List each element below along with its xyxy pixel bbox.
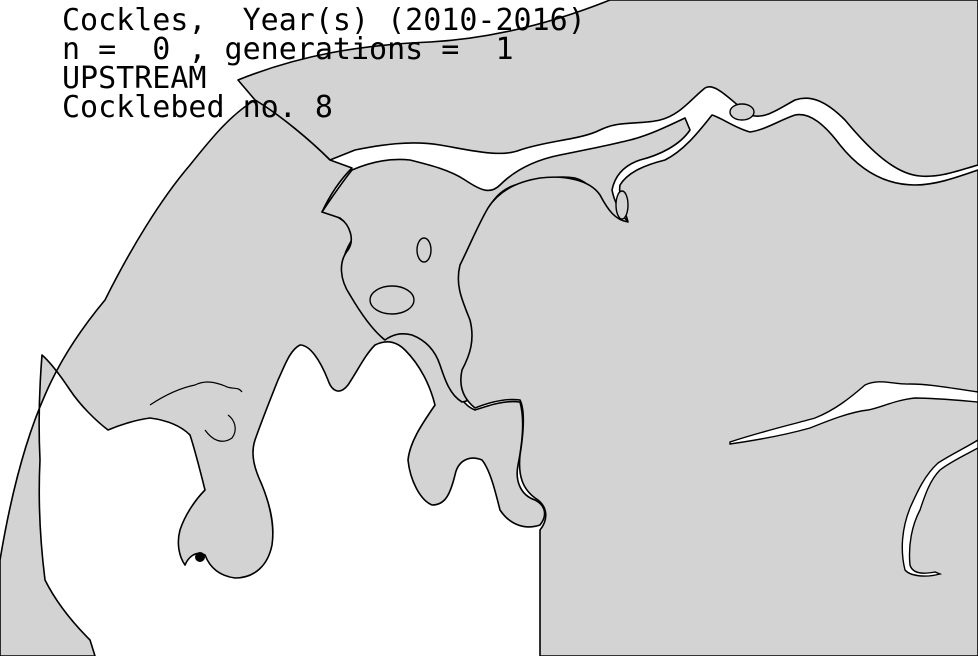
title-line-3: UPSTREAM [62, 61, 207, 96]
title-line-4: Cocklebed no. 8 [62, 90, 333, 125]
creek-east [729, 381, 978, 445]
island-small-2 [369, 285, 415, 315]
creek-detail-west-2 [204, 414, 236, 442]
title-line-2: n = 0 , generations = 1 [62, 32, 514, 67]
island-small-1 [416, 237, 432, 263]
creek-southeast [901, 439, 978, 577]
island-small-3 [729, 103, 755, 121]
land-east [457, 113, 978, 656]
creek-detail-west [149, 381, 243, 406]
island-small-4 [615, 190, 629, 220]
cocklebed-marker [195, 552, 205, 562]
land-central-island [321, 117, 691, 403]
title-line-1: Cockles, Year(s) (2010-2016) [62, 3, 586, 38]
